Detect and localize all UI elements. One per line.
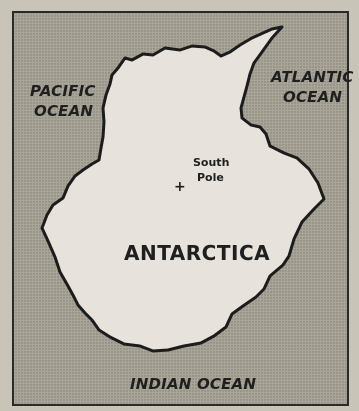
atlantic-ocean-label-line1: ATLANTIC	[270, 68, 354, 86]
south-pole-marker-icon: +	[174, 179, 186, 195]
pacific-ocean-label-line2: OCEAN	[34, 102, 93, 120]
indian-ocean-label: INDIAN OCEAN	[130, 375, 256, 393]
pacific-ocean-label-line1: PACIFIC	[30, 82, 96, 100]
south-pole-label-line1: South	[193, 156, 229, 169]
antarctica-label: ANTARCTICA	[124, 241, 270, 265]
south-pole-label-line2: Pole	[197, 171, 224, 184]
map-frame	[12, 11, 349, 406]
antarctica-landmass	[40, 25, 326, 353]
atlantic-ocean-label-line2: OCEAN	[283, 88, 342, 106]
